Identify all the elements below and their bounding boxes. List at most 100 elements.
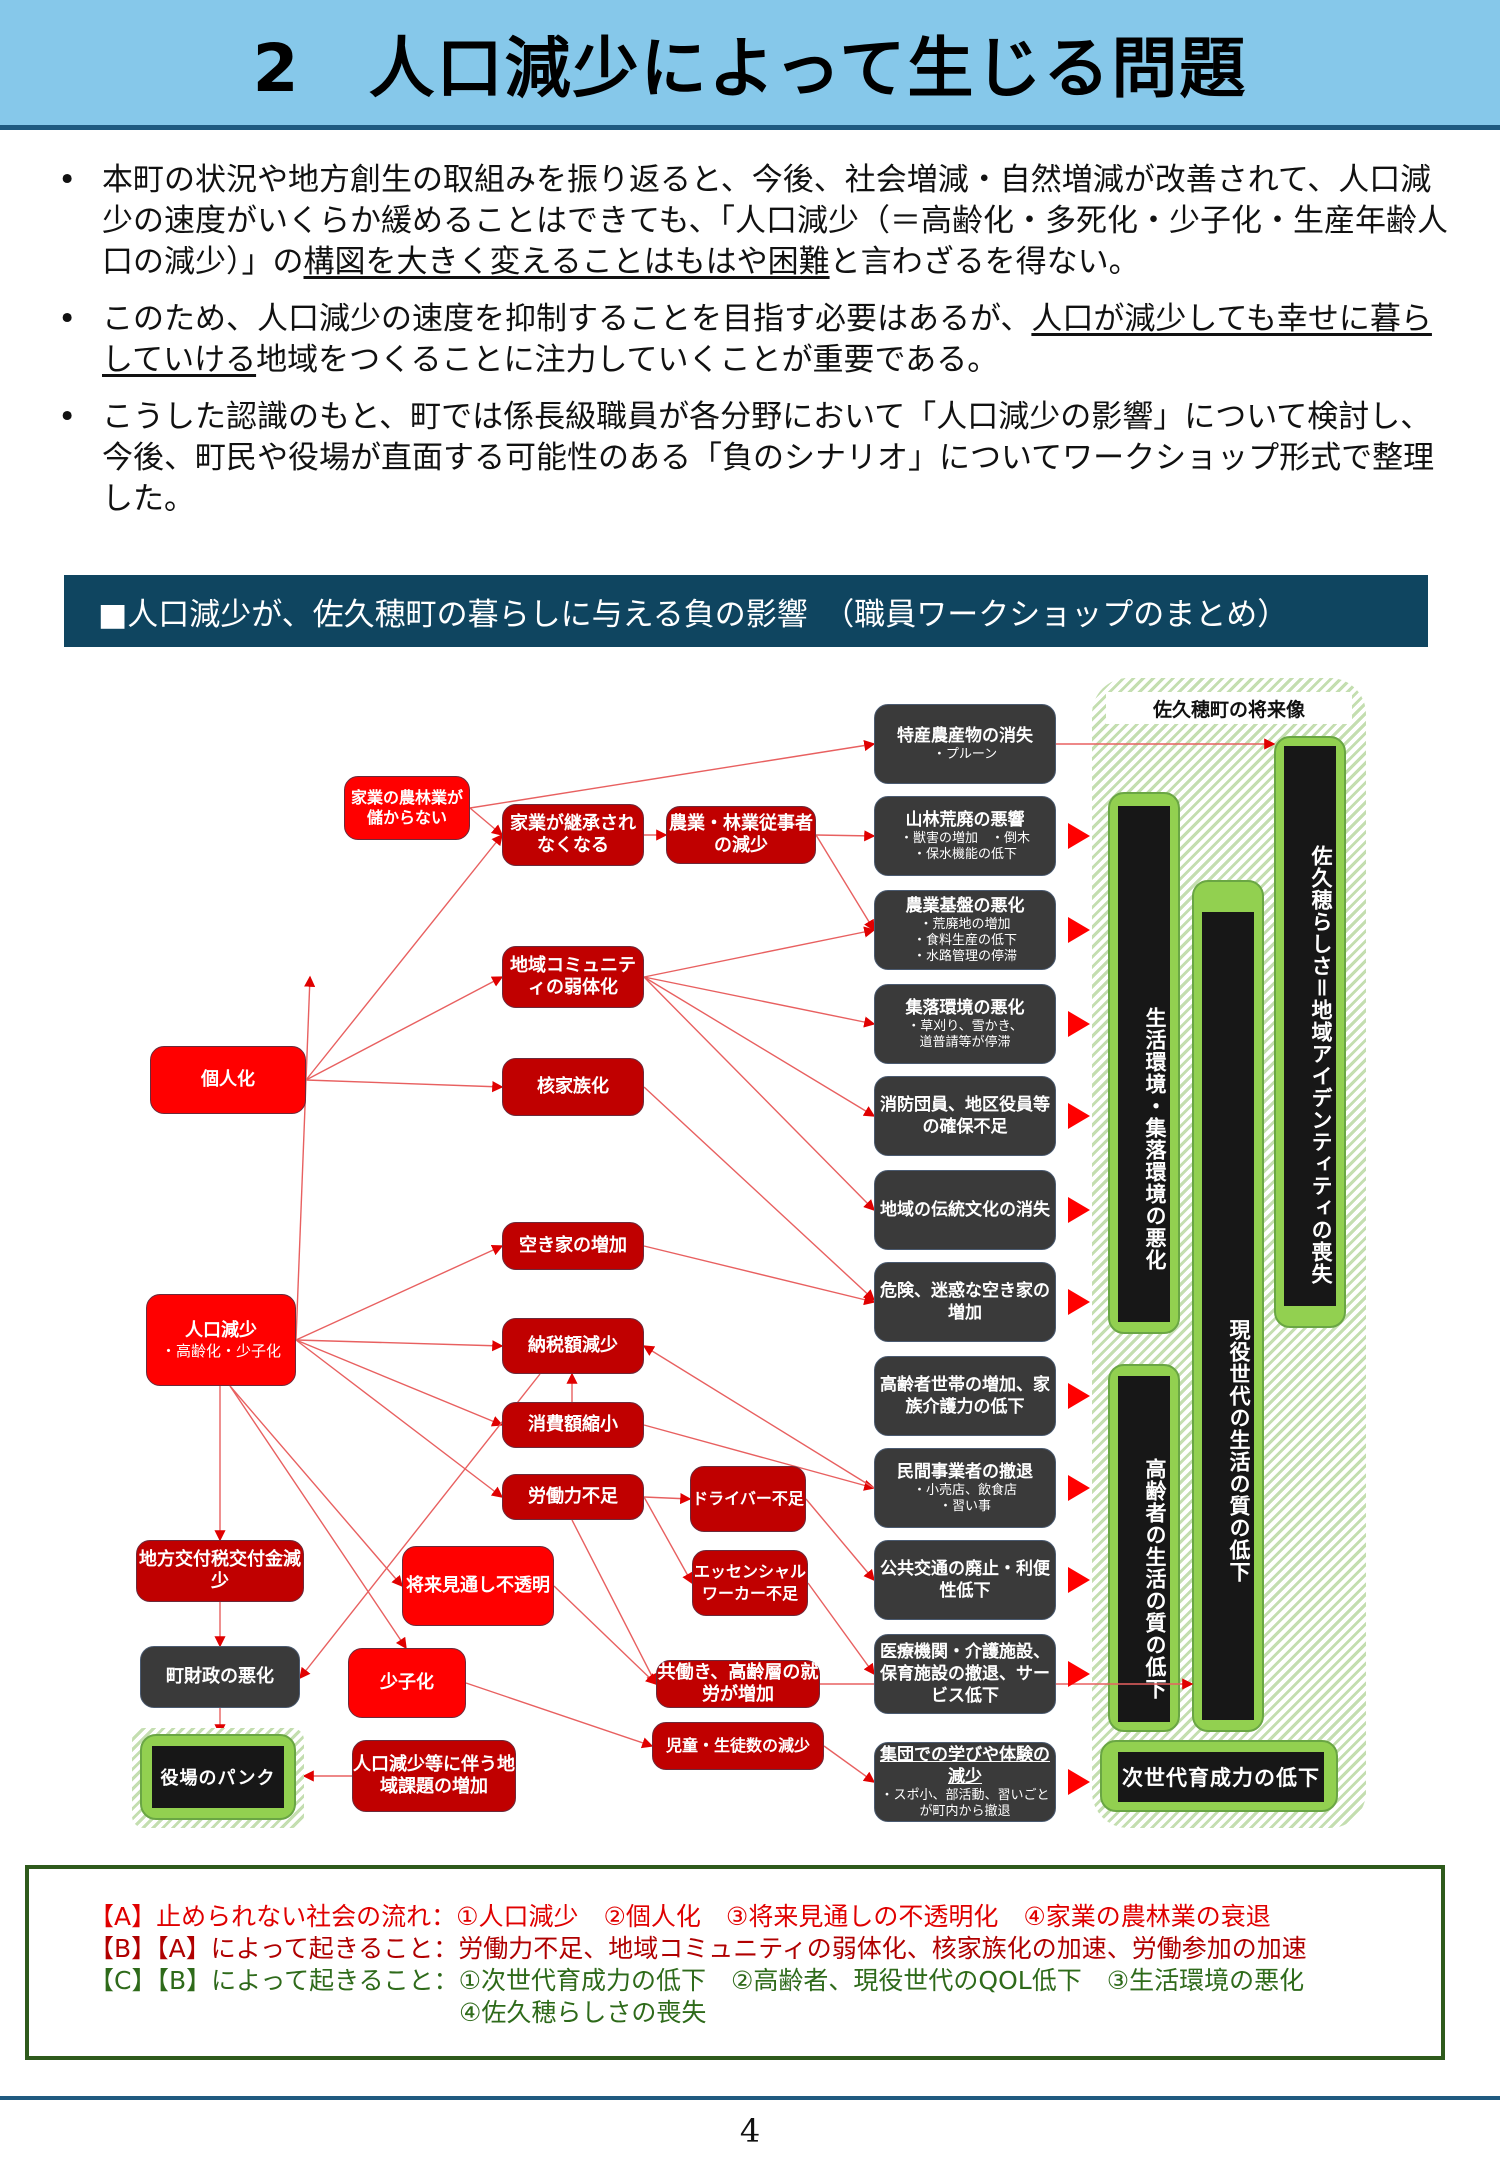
outcome-node: 山林荒廃の悪響・獣害の増加 ・倒木・保水機能の低下 (874, 796, 1056, 876)
pillar-label: 生活環境・集落環境の悪化 (1118, 806, 1170, 1322)
node-individualization: 個人化 (150, 1046, 306, 1114)
summary-label: 【A】止められない社会の流れ： (89, 1902, 457, 1931)
node-community: 地域コミュニティの弱体化 (502, 946, 644, 1008)
page-number: 4 (739, 2112, 761, 2150)
outcome-node: 高齢者世帯の増加、家族介護力の低下 (874, 1356, 1056, 1436)
connector-line (295, 1339, 504, 1352)
connector-line (643, 1245, 876, 1306)
pillar-working-generation: 現役世代の生活の質の低下 (1192, 880, 1264, 1732)
outcome-title: 農業基盤の悪化 (905, 896, 1025, 916)
outcome-title: 民間事業者の撤退 (897, 1462, 1033, 1482)
bullet-text: 本町の状況や地方創生の取組みを振り返ると、今後、社会増減・自然増減が改善されて、… (102, 162, 1449, 280)
node-local-issues: 人口減少等に伴う地域課題の増加 (352, 1740, 516, 1812)
connector-line (229, 1385, 403, 1588)
pillar-label: 次世代育成力の低下 (1118, 1752, 1324, 1802)
outcome-title: 集落環境の悪化 (905, 998, 1025, 1018)
outcome-title: 特産農産物の消失 (897, 726, 1033, 746)
flow-arrowhead-icon (1068, 1383, 1090, 1409)
outcome-node: 集団での学びや体験の減少・スポ小、部活動、習いごとが町内から撤退 (874, 1742, 1056, 1822)
connector-line (305, 833, 503, 1081)
connector-line (823, 1745, 876, 1783)
summary-row-c-cont: ④佐久穂らしさの喪失 (89, 1997, 1441, 2029)
outcome-detail: ・習い事 (938, 1499, 991, 1514)
node-uncertain-future: 将来見通し不透明 (402, 1546, 554, 1626)
outcome-node: 医療機関・介護施設、保育施設の撤退、サービス低下 (874, 1634, 1056, 1714)
connector-line (643, 926, 876, 978)
summary-text: ①人口減少 ②個人化 ③将来見通しの不透明化 ④家業の農林業の衰退 (456, 1902, 1271, 1931)
summary-text: ①次世代育成力の低下 ②高齢者、現役世代のQOL低下 ③生活環境の悪化 (458, 1966, 1305, 1995)
node-vacant-houses: 空き家の増加 (502, 1222, 644, 1270)
node-population-decline: 人口減少 ・高齢化・少子化 (146, 1294, 296, 1386)
flow-arrowhead-icon (1068, 1103, 1090, 1129)
outcome-detail: ・保水機能の低下 (912, 847, 1017, 862)
outcome-title: 山林荒廃の悪響 (905, 810, 1025, 830)
connector-line (299, 1373, 541, 1680)
flow-arrowhead-icon (1068, 1197, 1090, 1223)
outcome-detail: ・草刈り、雪かき、 (907, 1019, 1023, 1034)
connector-line (465, 1682, 654, 1749)
connector-line (807, 1582, 875, 1676)
outcome-node: 消防団員、地区役員等の確保不足 (874, 1076, 1056, 1156)
summary-text: 労働力不足、地域コミュニティの弱体化、核家族化の加速、労働参加の加速 (458, 1934, 1307, 1963)
outcome-node: 農業基盤の悪化・荒廃地の増加・食料生産の低下・水路管理の停滞 (874, 890, 1056, 970)
outcome-node: 民間事業者の撤退・小売店、飲食店・習い事 (874, 1448, 1056, 1528)
outcome-title: 公共交通の廃止・利便性低下 (880, 1559, 1050, 1601)
outcome-node: 公共交通の廃止・利便性低下 (874, 1540, 1056, 1620)
node-local-allocation-tax: 地方交付税交付金減少 (136, 1540, 304, 1602)
outcome-detail: ・プルーン (932, 747, 998, 762)
node-farm-workers: 農業・林業従事者の減少 (666, 806, 816, 864)
connector-line (643, 976, 875, 1211)
page-header: 2 人口減少によって生じる問題 (0, 0, 1500, 130)
node-driver-shortage: ドライバー不足 (690, 1466, 806, 1532)
node-nuclear-family: 核家族化 (502, 1058, 644, 1116)
node-tax-revenue: 納税額減少 (502, 1318, 644, 1374)
page-title: 2 人口減少によって生じる問題 (252, 29, 1248, 107)
summary-row-a: 【A】止められない社会の流れ：①人口減少 ②個人化 ③将来見通しの不透明化 ④家… (89, 1901, 1441, 1933)
pillar-label: 高齢者の生活の質の低下 (1118, 1376, 1170, 1722)
connector-line (469, 740, 876, 809)
connector-line (643, 1492, 692, 1505)
outcome-title: 医療機関・介護施設、保育施設の撤退、サービス低下 (880, 1642, 1050, 1706)
connector-layer (214, 738, 1276, 1783)
summary-label: 【C】【B】によって起きること： (89, 1966, 459, 1995)
outcome-node: 集落環境の悪化・草刈り、雪かき、道普請等が停滞 (874, 984, 1056, 1064)
underlined-text: 人口が減少しても幸せに暮らしていける (102, 301, 1432, 378)
summary-box: 【A】止められない社会の流れ：①人口減少 ②個人化 ③将来見通しの不透明化 ④家… (25, 1865, 1445, 2060)
connector-line (295, 1244, 504, 1341)
summary-row-b: 【B】【A】によって起きること：労働力不足、地域コミュニティの弱体化、核家族化の… (89, 1933, 1441, 1965)
flow-arrowhead-icon (1068, 1661, 1090, 1687)
impact-diagram (0, 660, 1500, 1840)
connector-line (643, 1086, 876, 1301)
node-low-birthrate: 少子化 (348, 1648, 466, 1718)
summary-text: ④佐久穂らしさの喪失 (459, 1998, 707, 2027)
flow-arrowhead-icon (1068, 1567, 1090, 1593)
pillar-living-environment: 生活環境・集落環境の悪化 (1108, 792, 1180, 1334)
node-office-bankruptcy: 役場のパンク (140, 1734, 296, 1820)
pillar-elderly: 高齢者の生活の質の低下 (1108, 1364, 1180, 1732)
pillar-label: 現役世代の生活の質の低下 (1202, 912, 1254, 1720)
connector-line (295, 975, 316, 1341)
connector-line (805, 1498, 875, 1582)
connector-line (295, 1339, 504, 1498)
node-consumption: 消費額縮小 (502, 1402, 644, 1448)
pillar-label: 佐久穂らしさ＝地域アイデンティティの喪失 (1284, 746, 1336, 1306)
flow-arrowhead-icon (1068, 1769, 1090, 1795)
intro-bullets: 本町の状況や地方創生の取組みを振り返ると、今後、社会増減・自然増減が改善されて、… (58, 160, 1458, 536)
node-main-label: 人口減少 (185, 1320, 257, 1341)
outcome-title: 集団での学びや体験の減少 (880, 1745, 1050, 1787)
connector-line (295, 1339, 504, 1427)
bullet-item: こうした認識のもと、町では係長級職員が各分野において「人口減少の影響」について検… (58, 397, 1458, 520)
connector-line (229, 1385, 407, 1650)
node-sub-label: ・高齢化・少子化 (160, 1342, 281, 1360)
flow-arrowhead-icon (1068, 1475, 1090, 1501)
outcome-detail: ・獣害の増加 ・倒木 (899, 831, 1030, 846)
bullet-text: 地域をつくることに注力していくことが重要である。 (256, 342, 999, 378)
connector-line (643, 1496, 693, 1585)
bullet-text: こうした認識のもと、町では係長級職員が各分野において「人口減少の影響」について検… (102, 399, 1435, 517)
outcome-detail: ・小売店、飲食店 (912, 1483, 1017, 1498)
outcome-title: 危険、迷惑な空き家の増加 (880, 1281, 1050, 1323)
connector-line (643, 1424, 876, 1491)
outcome-node: 特産農産物の消失・プルーン (874, 704, 1056, 784)
connector-line (815, 834, 875, 932)
outcome-detail: ・水路管理の停滞 (912, 949, 1017, 964)
